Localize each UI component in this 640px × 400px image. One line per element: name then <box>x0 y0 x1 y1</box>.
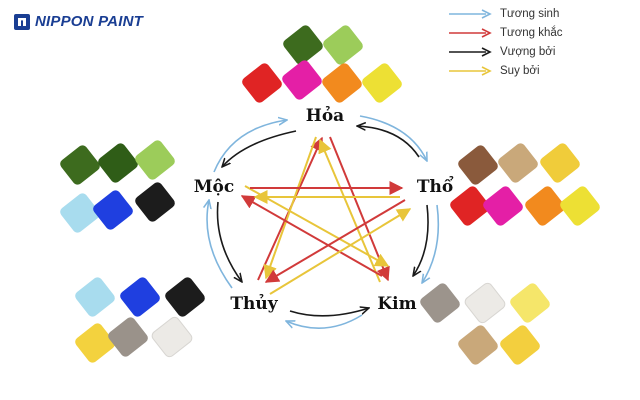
paint-swatch-kim <box>500 325 540 365</box>
legend-arrow-suy-icon <box>449 65 492 76</box>
arrow-suy-thuy-tho <box>269 208 412 295</box>
arrow-vuong-thuy-kim <box>289 308 369 317</box>
legend-item-sinh: Tương sinh <box>448 4 563 23</box>
legend-arrow-khac-icon <box>449 27 492 38</box>
paint-swatch-kim <box>510 283 550 323</box>
arrow-vuong-kim-tho <box>413 204 429 276</box>
arrow-sinh-thuy-moc <box>207 200 233 289</box>
paint-swatch-hoa <box>362 63 402 103</box>
legend-arrow-vuong-icon <box>449 46 492 57</box>
paint-swatch-hoa <box>242 63 282 103</box>
nippon-logo-icon <box>14 13 30 30</box>
paint-swatch-thuy <box>75 323 115 363</box>
element-label-moc: Mộc <box>194 177 235 197</box>
paint-swatch-thuy <box>151 316 193 358</box>
legend-label-suy: Suy bởi <box>500 64 540 77</box>
paint-swatch-tho <box>560 186 600 226</box>
paint-swatch-moc <box>93 190 133 230</box>
paint-swatch-kim <box>464 282 506 324</box>
arrow-khac-kim-moc <box>240 195 383 277</box>
arrow-vuong-tho-hoa <box>357 126 420 158</box>
paint-swatch-hoa <box>282 60 322 100</box>
paint-swatch-tho <box>450 186 490 226</box>
legend-arrow-sinh-icon <box>449 8 492 19</box>
paint-swatch-hoa <box>323 25 363 65</box>
paint-swatch-thuy <box>120 277 160 317</box>
arrow-suy-moc-kim <box>244 185 390 267</box>
paint-swatch-moc <box>135 182 175 222</box>
paint-swatch-moc <box>135 140 175 180</box>
paint-swatch-tho <box>483 186 523 226</box>
paint-swatch-tho <box>525 186 565 226</box>
paint-swatch-tho <box>498 143 538 183</box>
legend-item-suy: Suy bởi <box>448 61 563 80</box>
element-label-kim: Kim <box>377 294 416 314</box>
paint-swatch-hoa <box>283 25 323 65</box>
paint-swatch-thuy <box>165 277 205 317</box>
legend-label-vuong: Vượng bởi <box>500 45 556 58</box>
paint-swatch-kim <box>420 283 460 323</box>
arrow-khac-hoa-kim <box>329 136 390 282</box>
arrow-vuong-moc-thuy <box>216 201 243 282</box>
arrow-suy-hoa-thuy <box>263 136 317 280</box>
brand-name: NIPPON PAINT <box>35 13 143 30</box>
legend-label-sinh: Tương sinh <box>500 7 560 20</box>
element-label-tho: Thổ <box>417 175 454 197</box>
paint-swatches <box>60 25 600 365</box>
element-label-hoa: Hỏa <box>306 106 344 126</box>
arrow-sinh-tho-kim <box>422 204 440 283</box>
paint-swatch-tho <box>540 143 580 183</box>
arrow-vuong-hoa-moc <box>222 130 297 167</box>
brand-logo: NIPPON PAINT <box>14 13 143 30</box>
arrow-sinh-kim-thuy <box>286 314 363 329</box>
paint-swatch-moc <box>98 143 138 183</box>
paint-swatch-moc <box>60 193 100 233</box>
cycle-arrows <box>207 115 440 329</box>
paint-swatch-hoa <box>322 63 362 103</box>
arrow-sinh-hoa-tho <box>359 115 427 161</box>
arrow-sinh-moc-hoa <box>213 120 287 173</box>
paint-swatch-thuy <box>108 317 148 357</box>
arrow-suy-kim-hoa <box>318 138 381 283</box>
paint-swatch-moc <box>60 145 100 185</box>
legend-item-khac: Tương khắc <box>448 23 563 42</box>
paint-swatch-kim <box>458 325 498 365</box>
element-label-thuy: Thủy <box>230 294 278 314</box>
legend-item-vuong: Vượng bởi <box>448 42 563 61</box>
star-arrows <box>240 136 412 295</box>
arrow-khac-tho-thuy <box>264 199 406 283</box>
paint-swatch-tho <box>458 145 498 185</box>
legend: Tương sinh Tương khắc Vượng bởi Suy bởi <box>448 4 563 80</box>
paint-swatch-thuy <box>75 277 115 317</box>
legend-label-khac: Tương khắc <box>500 26 563 39</box>
